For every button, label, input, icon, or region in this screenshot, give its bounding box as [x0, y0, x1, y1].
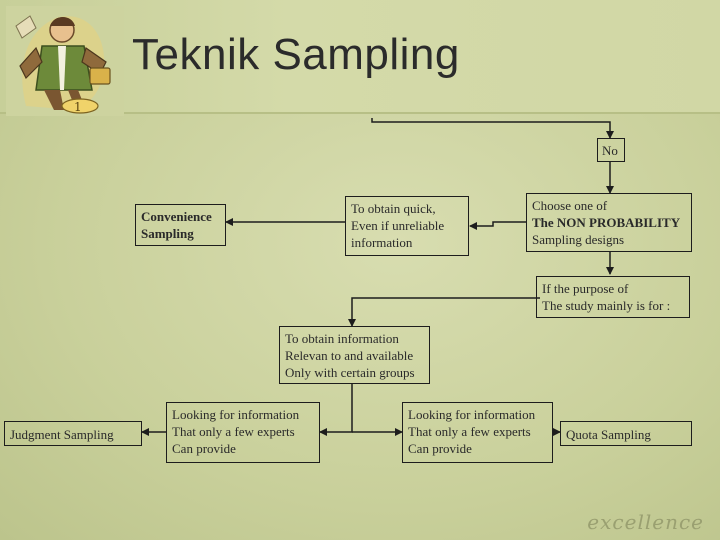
experts-left-box: Looking for information That only a few …: [166, 402, 320, 463]
student-clipart-logo: 1: [6, 6, 124, 116]
no-box: No: [597, 138, 625, 162]
choose-line-2: The NON PROBABILITY: [532, 215, 681, 230]
quick-info-box: To obtain quick, Even if unreliable info…: [345, 196, 469, 256]
choose-line-3: Sampling designs: [532, 232, 625, 247]
connector-purpose-to-groups: [348, 297, 540, 327]
convenience-sampling-box: Convenience Sampling: [135, 204, 226, 246]
choose-line-1: Choose one of: [532, 198, 608, 213]
svg-text:1: 1: [74, 100, 82, 114]
connector-top-to-no: [371, 118, 614, 139]
purpose-box: If the purpose of The study mainly is fo…: [536, 276, 690, 318]
title-divider: [0, 112, 720, 114]
judgment-sampling-box: Judgment Sampling: [4, 421, 142, 446]
slide-title: Teknik Sampling: [132, 30, 460, 79]
connector-groups-branch: [319, 384, 353, 436]
choose-design-box: Choose one of The NON PROBABILITY Sampli…: [526, 193, 692, 252]
experts-right-box: Looking for information That only a few …: [402, 402, 553, 463]
excellence-watermark: excellence: [587, 510, 704, 534]
quota-sampling-box: Quota Sampling: [560, 421, 692, 446]
connector-choose-to-quick: [469, 221, 526, 230]
certain-groups-box: To obtain information Relevan to and ava…: [279, 326, 430, 384]
